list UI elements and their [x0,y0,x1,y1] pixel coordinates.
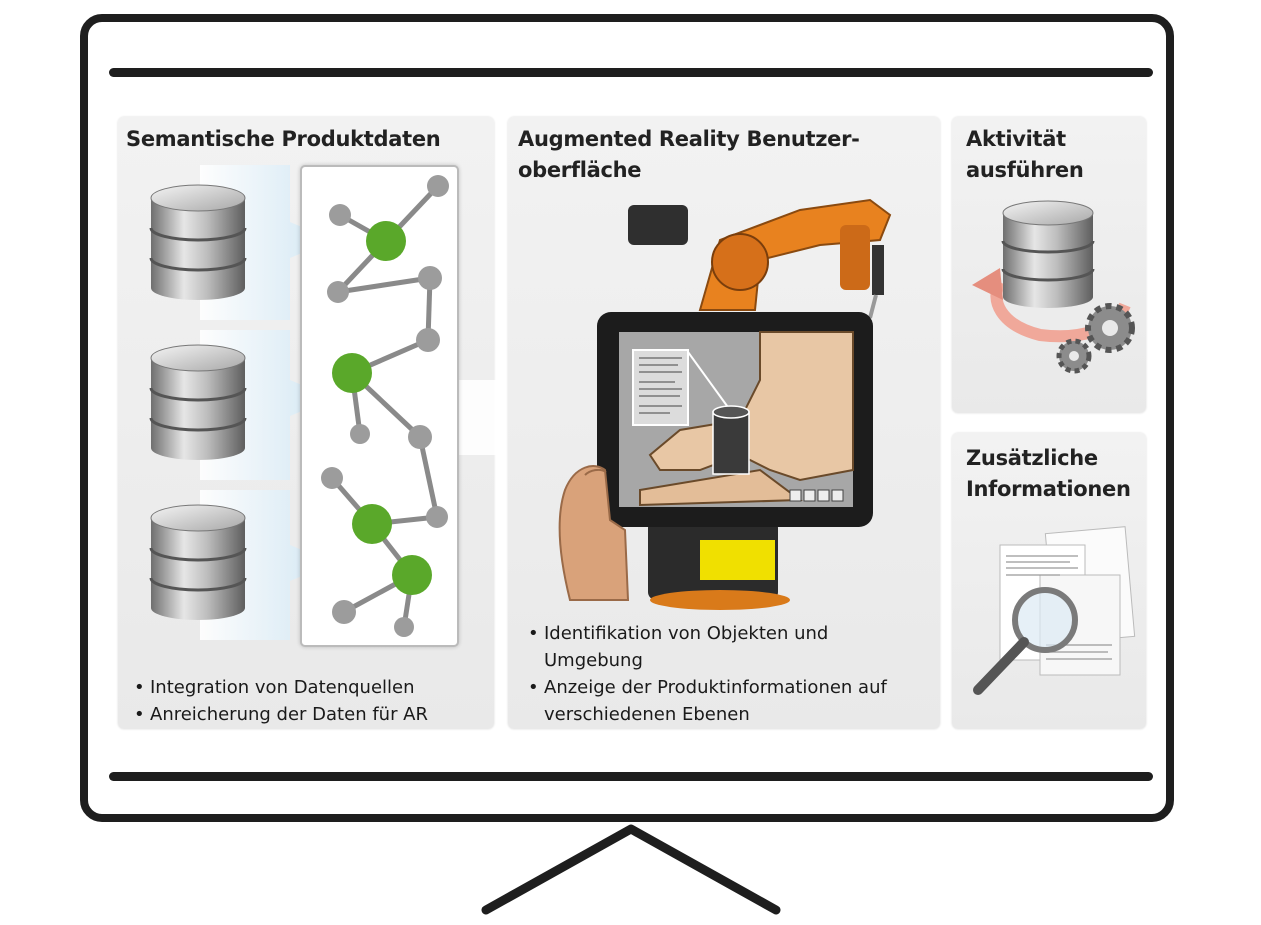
activity-title-line2: ausführen [966,158,1084,182]
database-icon-3 [149,504,247,620]
graph-node [416,328,440,352]
bullet-item: Integration von Datenquellen [134,674,428,701]
graph-node-green [352,504,392,544]
bullet-text: verschiedenen Ebenen [544,704,750,725]
graph-node [426,506,448,528]
ar-ui-title: Augmented Reality Benutzer- oberfläche [518,124,860,186]
gears-icon [1056,303,1135,374]
ar-bullets: Identifikation von Objekten und Umgebung… [528,620,887,728]
ar-ui-title-line2: oberfläche [518,158,642,182]
bullet-text: Anzeige der Produktinformationen auf [544,677,887,698]
database-icon-1 [149,184,247,300]
graph-node [418,266,442,290]
top-divider [109,68,1153,77]
graph-node [394,617,414,637]
bullet-item: Anreicherung der Daten für AR [134,701,428,728]
graph-node-green [332,353,372,393]
semantic-bullets: Integration von Datenquellen Anreicherun… [134,674,428,728]
semantic-data-title: Semantische Produktdaten [126,127,441,151]
graph-node [427,175,449,197]
magnifier-icon [973,587,1078,695]
graph-node [327,281,349,303]
graph-node [408,425,432,449]
info-title-line2: Informationen [966,477,1131,501]
bullet-text: Identifikation von Objekten und [544,623,829,644]
info-title: Zusätzliche Informationen [966,443,1131,505]
graph-node-green [366,221,406,261]
graph-node [329,204,351,226]
monitor-frame [80,14,1174,822]
bottom-divider [109,772,1153,781]
database-icon-2 [149,344,247,460]
graph-node [350,424,370,444]
ar-ui-title-line1: Augmented Reality Benutzer- [518,127,860,151]
bullet-item: Anzeige der Produktinformationen auf ver… [528,674,887,728]
arrow-icon [972,268,1003,300]
graph-node [332,600,356,624]
bullet-text: Umgebung [544,650,643,671]
database-icon [1001,200,1095,308]
info-title-line1: Zusätzliche [966,446,1098,470]
bullet-item: Identifikation von Objekten und Umgebung [528,620,887,674]
graph-node-green [392,555,432,595]
activity-title: Aktivität ausführen [966,124,1084,186]
graph-node [321,467,343,489]
activity-title-line1: Aktivität [966,127,1066,151]
